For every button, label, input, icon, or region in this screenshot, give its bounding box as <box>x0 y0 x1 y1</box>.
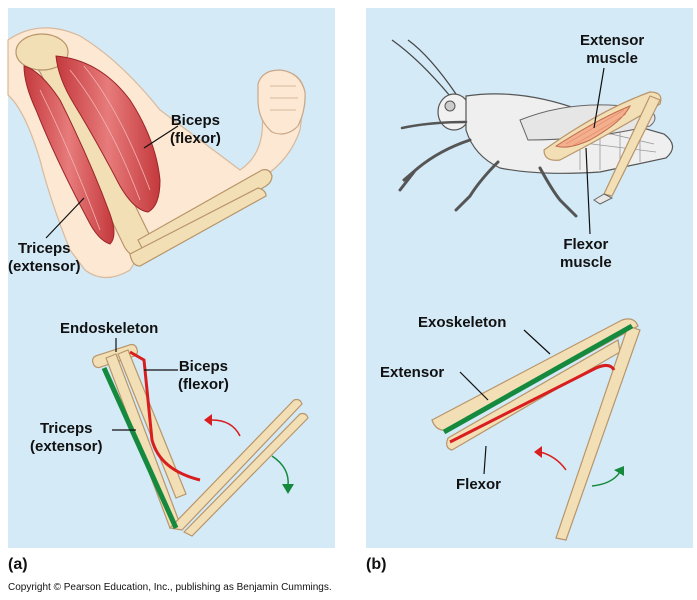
copyright-notice: Copyright © Pearson Education, Inc., pub… <box>8 582 332 593</box>
endoskeleton-diagram <box>91 338 309 537</box>
label-flexor-line1: Flexor <box>563 236 609 253</box>
label-extensor-muscle-top: Extensor muscle <box>580 32 644 68</box>
endoskeleton-bone-left <box>105 353 181 529</box>
label-extensor-line1: Extensor <box>580 32 645 49</box>
label-triceps-extensor-top: Triceps (extensor) <box>8 240 81 276</box>
triceps-band-green <box>101 366 179 530</box>
grasshopper-illustration <box>391 39 674 235</box>
middle-leg <box>538 166 578 218</box>
label-biceps-flexor-top: Biceps (flexor) <box>170 112 221 148</box>
biceps-band-red <box>129 350 201 482</box>
front-leg <box>398 138 472 192</box>
label-biceps-flexor-bottom: Biceps (flexor) <box>178 358 229 394</box>
endoskeleton-forearm-upper <box>168 398 303 531</box>
label-exoskeleton: Exoskeleton <box>418 314 507 331</box>
label-triceps-line2-bottom: (extensor) <box>30 438 103 455</box>
exoskeleton-tibia <box>555 325 641 541</box>
extensor-band-green <box>442 323 634 435</box>
exoskeleton-diagram <box>431 318 641 541</box>
biceps-muscle <box>55 55 161 213</box>
panel-letter-b: (b) <box>366 556 387 573</box>
extensor-muscle-grasshopper <box>554 105 632 148</box>
triceps-muscle <box>23 65 115 245</box>
label-triceps-extensor-bottom: Triceps (extensor) <box>30 420 103 456</box>
label-endoskeleton: Endoskeleton <box>60 320 159 337</box>
label-triceps-line1-bottom: Triceps <box>40 420 93 437</box>
label-extensor-line2: muscle <box>586 50 638 67</box>
label-triceps-line2: (extensor) <box>8 258 81 275</box>
grasshopper-eye <box>444 100 456 112</box>
antenna <box>391 39 451 97</box>
label-biceps-line2-bottom: (flexor) <box>178 376 229 393</box>
fist <box>257 69 306 135</box>
extension-arrow <box>271 455 289 487</box>
panel-letter-a: (a) <box>8 556 28 573</box>
endoskeleton-forearm-lower <box>182 412 309 537</box>
label-biceps-line2: (flexor) <box>170 130 221 147</box>
extension-arrow-b <box>591 471 621 487</box>
exoskeleton-femur-outer <box>431 318 639 431</box>
label-biceps-line1-bottom: Biceps <box>178 358 229 375</box>
label-flexor-bottom: Flexor <box>456 476 502 493</box>
label-biceps-line1: Biceps <box>170 112 221 129</box>
label-extensor-bottom: Extensor <box>380 364 445 381</box>
ulna-bone <box>129 187 267 267</box>
label-flexor-line2: muscle <box>560 254 612 271</box>
grasshopper-head <box>437 93 471 131</box>
shoulder-joint <box>15 33 69 71</box>
hind-tibia <box>603 95 661 197</box>
human-arm-illustration <box>7 27 306 279</box>
label-triceps-line1: Triceps <box>18 240 71 257</box>
flexion-arrow-b <box>539 451 567 471</box>
label-flexor-muscle-top: Flexor muscle <box>560 236 612 272</box>
flexor-band-red <box>449 363 616 444</box>
flexion-arrow <box>211 419 241 437</box>
